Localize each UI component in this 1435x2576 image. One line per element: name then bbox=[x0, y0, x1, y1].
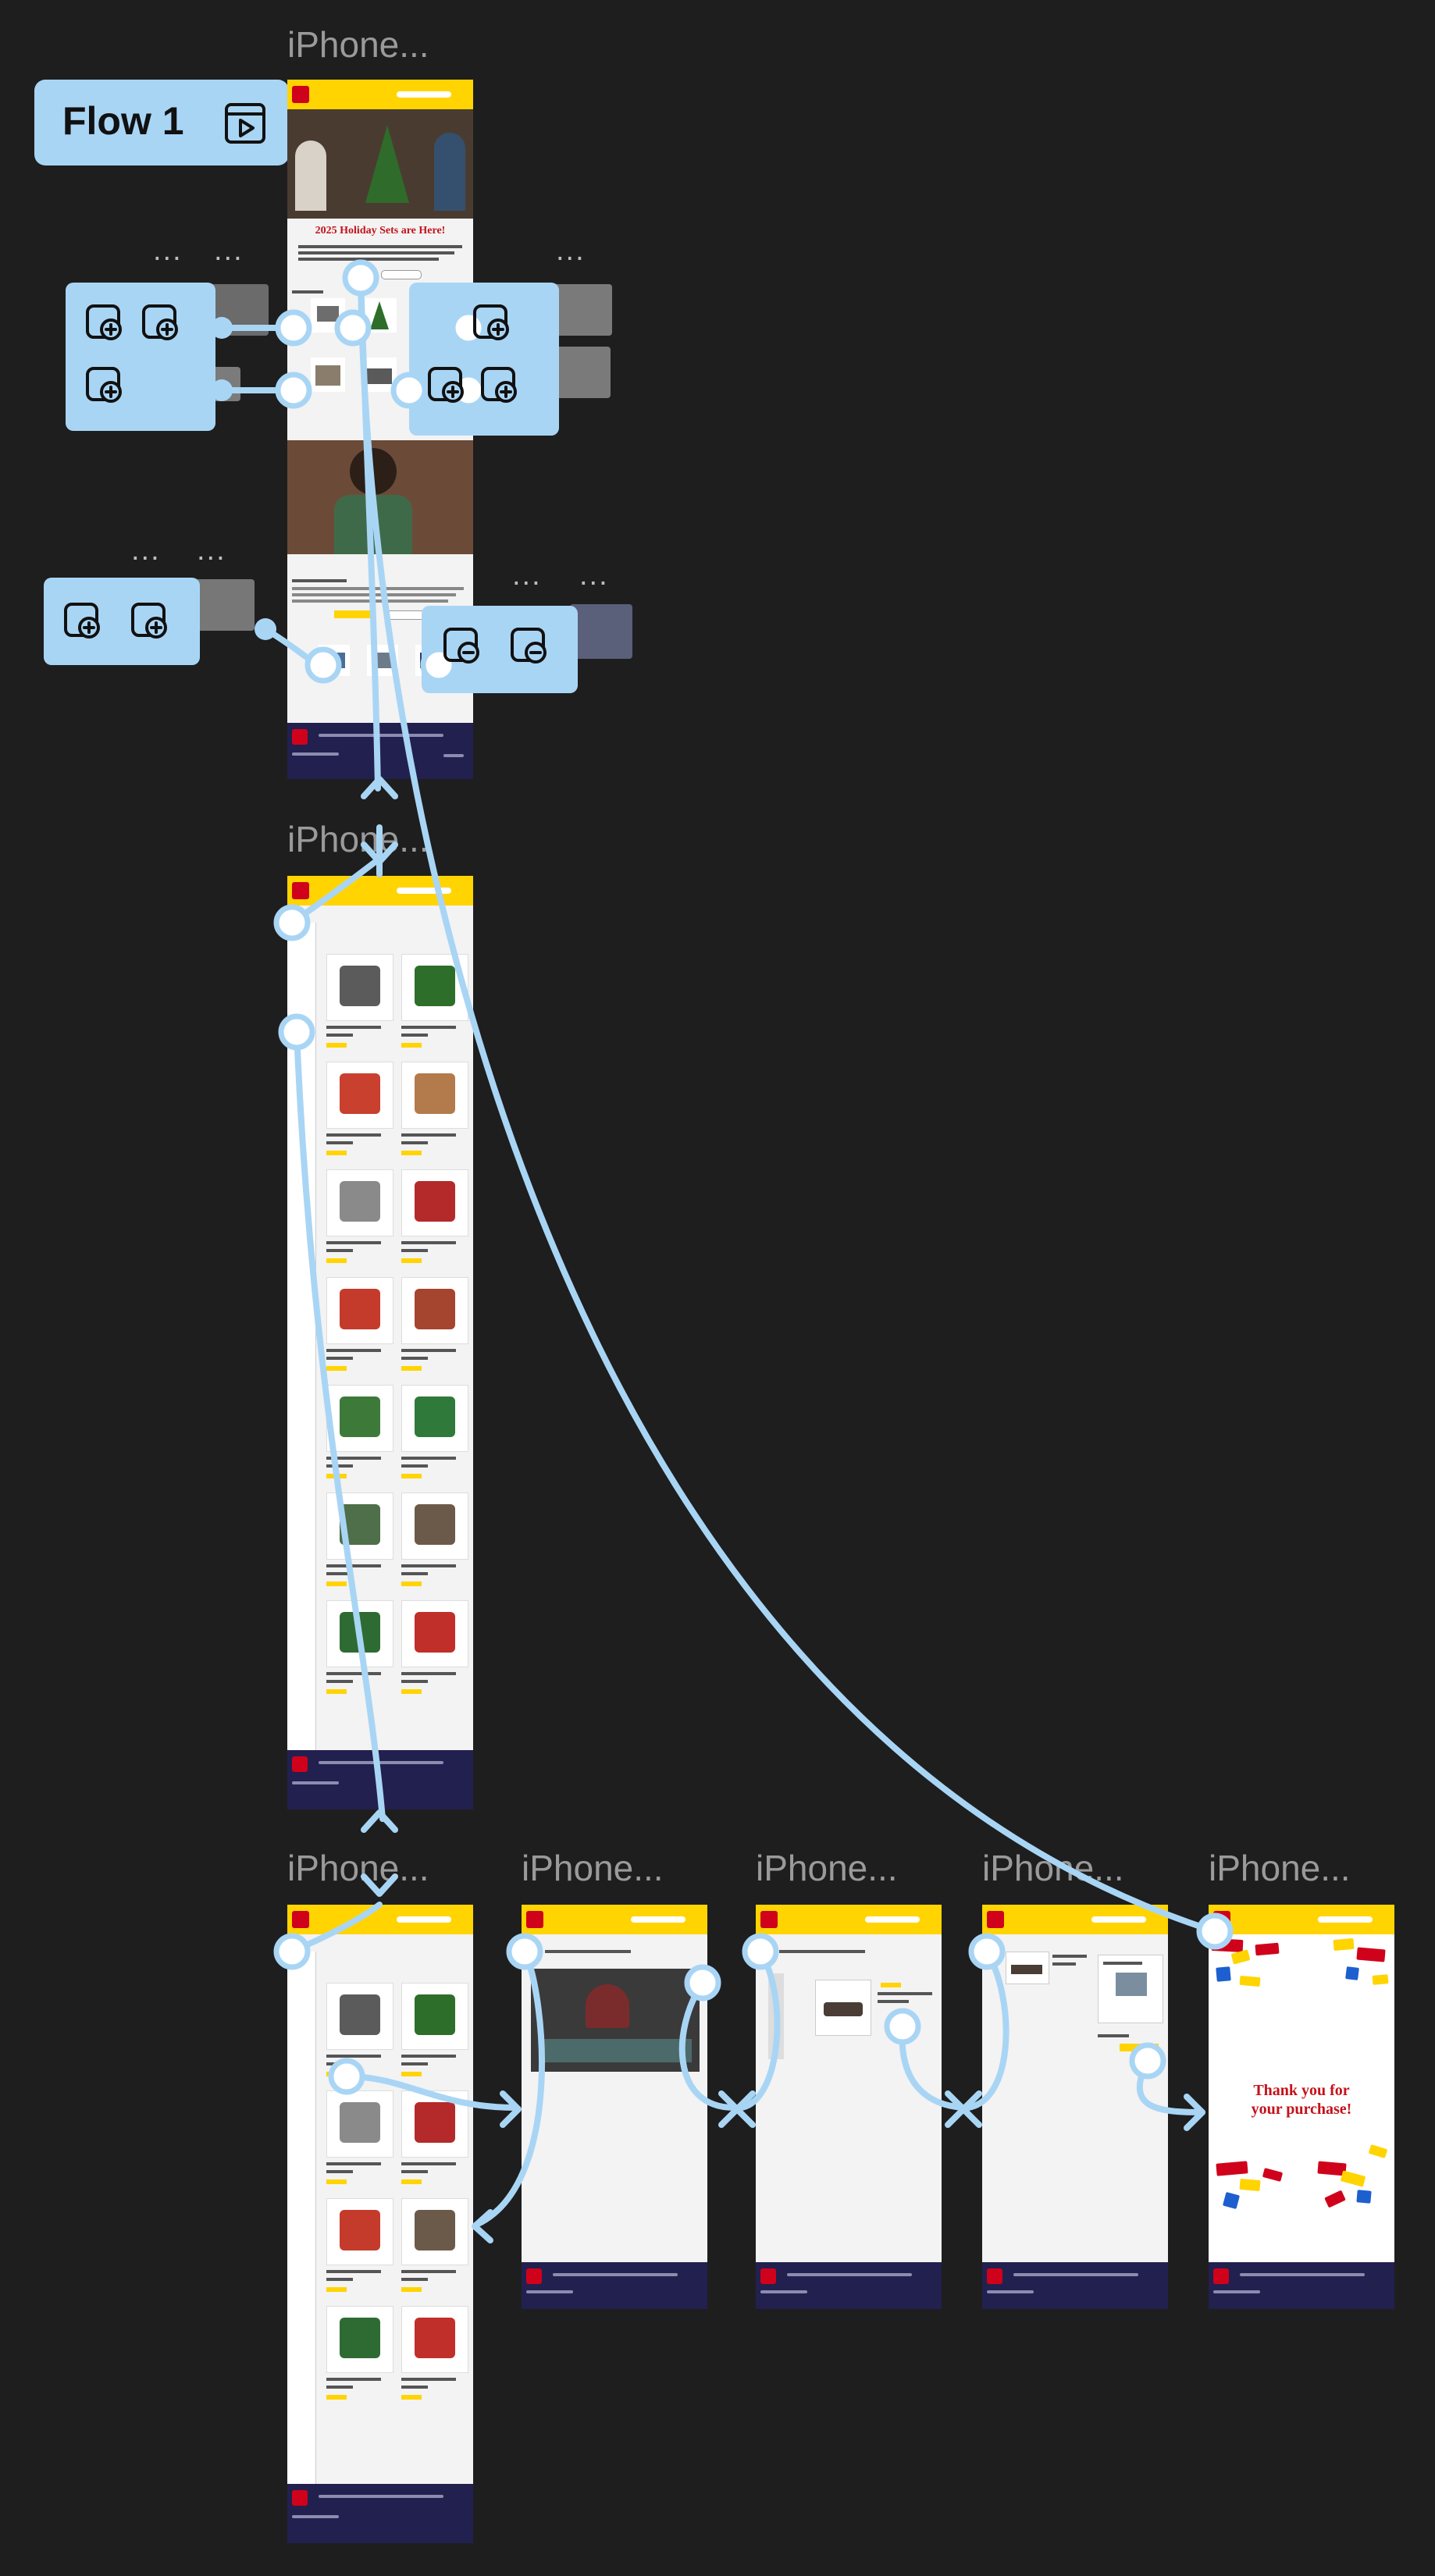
connector-node-icon bbox=[509, 1936, 540, 1967]
connector-line bbox=[297, 1032, 383, 1819]
connector-node-icon bbox=[1199, 1916, 1230, 1947]
connector-node-icon bbox=[278, 312, 309, 343]
arrow-head-icon bbox=[475, 2212, 490, 2240]
connector-node-icon bbox=[423, 649, 454, 681]
connector-line bbox=[361, 278, 1215, 1931]
remove-component-icon bbox=[512, 629, 545, 662]
connector-node-icon bbox=[308, 649, 339, 681]
connector-node-icon bbox=[345, 262, 376, 294]
connector-node-icon bbox=[278, 375, 309, 406]
connector-node-icon bbox=[887, 2011, 918, 2042]
connector-node-icon bbox=[745, 1936, 776, 1967]
connector-line bbox=[742, 1952, 778, 2108]
connector-node-icon bbox=[331, 2061, 362, 2092]
add-component-icon bbox=[482, 368, 515, 401]
arrow-head-icon bbox=[364, 1877, 395, 1894]
connector-line bbox=[968, 1952, 1006, 2108]
connector-anchor bbox=[211, 317, 233, 339]
add-component-icon bbox=[87, 368, 120, 401]
connector-line bbox=[476, 1952, 542, 2225]
add-component-icon bbox=[87, 306, 120, 339]
add-component-icon bbox=[66, 604, 98, 637]
connector-node-icon bbox=[393, 375, 425, 406]
add-component-icon bbox=[144, 306, 176, 339]
connector-node-icon bbox=[687, 1967, 718, 1998]
connector-anchor bbox=[211, 379, 233, 401]
connector-node-icon bbox=[453, 312, 484, 343]
connector-node-icon bbox=[276, 1936, 308, 1967]
connector-line bbox=[347, 2076, 515, 2108]
add-component-icon bbox=[429, 368, 462, 401]
connector-node-icon bbox=[1132, 2045, 1163, 2076]
add-component-icon bbox=[133, 604, 166, 637]
arrow-head-icon bbox=[364, 1813, 395, 1830]
connector-anchor bbox=[255, 618, 276, 640]
connector-node-icon bbox=[971, 1936, 1002, 1967]
connector-node-icon bbox=[276, 907, 308, 938]
connector-node-icon bbox=[281, 1016, 312, 1048]
connector-node-icon bbox=[337, 312, 369, 343]
connector-line bbox=[682, 1983, 734, 2108]
